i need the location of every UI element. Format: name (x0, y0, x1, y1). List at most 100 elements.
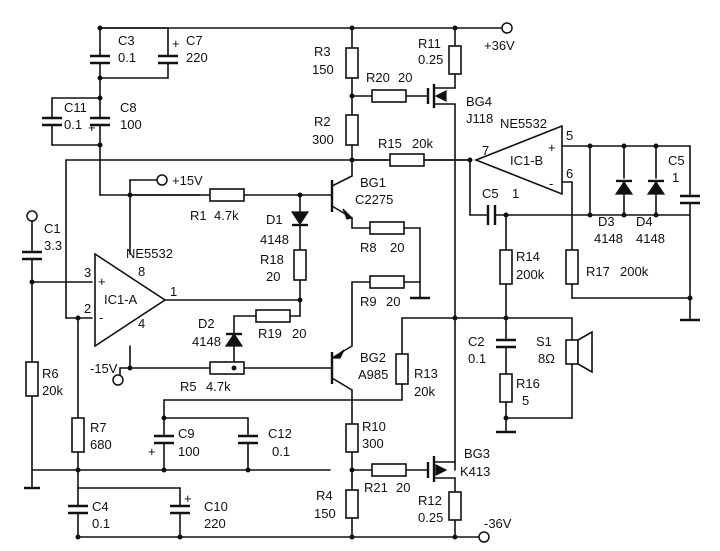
ic1a-pin1: 1 (170, 284, 177, 299)
d4-value: 4148 (636, 231, 665, 246)
bg4-ref: BG4 (466, 94, 492, 109)
decoupling-bottom (68, 399, 258, 538)
r18-ref: R18 (260, 252, 284, 267)
r10-value: 300 (362, 436, 384, 451)
ic1a-plus-sign: + (98, 274, 106, 289)
c1-value: 3.3 (44, 238, 62, 253)
ic1b-pin5: 5 (566, 128, 573, 143)
r5-ref: R5 (180, 379, 197, 394)
r2-value: 300 (312, 132, 334, 147)
r7-ref: R7 (90, 420, 107, 435)
r8-ref: R8 (360, 240, 377, 255)
r7-value: 680 (90, 437, 112, 452)
r19-value: 20 (292, 326, 306, 341)
r16-value: 5 (522, 393, 529, 408)
bg1-ref: BG1 (360, 175, 386, 190)
ic1b-minus-sign: - (549, 176, 553, 191)
r21-value: 20 (396, 480, 410, 495)
ic1a-pin3: 3 (84, 265, 91, 280)
bg2-stage (329, 275, 429, 538)
junction-dots (29, 25, 693, 540)
r9-value: 20 (386, 294, 400, 309)
bg3-part: K413 (460, 464, 490, 479)
d3-ref: D3 (598, 214, 615, 229)
r12-ref: R12 (418, 493, 442, 508)
decoupling-top (42, 27, 201, 196)
d2-ref: D2 (198, 316, 215, 331)
c8-value: 100 (120, 117, 142, 132)
r6-value: 20k (42, 383, 63, 398)
r3-value: 150 (312, 62, 334, 77)
bg3-stage (426, 456, 462, 538)
neg15-label: -15V (90, 361, 118, 376)
r14-value: 200k (516, 267, 545, 282)
r13-ref: R13 (414, 366, 438, 381)
r4-value: 150 (314, 506, 336, 521)
ic1a-label: IC1-A (104, 292, 138, 307)
r11-ref: R11 (418, 36, 441, 51)
r15-ref: R15 (378, 136, 402, 151)
r19-ref: R19 (258, 326, 282, 341)
r10-ref: R10 (362, 419, 386, 434)
bg1-part: C2275 (355, 192, 393, 207)
bg2-ref: BG2 (360, 350, 386, 365)
bg4-stage (426, 27, 462, 471)
c12-value: 0.1 (272, 444, 290, 459)
d3-value: 4148 (594, 231, 623, 246)
c10-value: 220 (204, 516, 226, 531)
c5a-ref: C5 (482, 186, 499, 201)
pos36-label: +36V (484, 38, 515, 53)
ic1a-part: NE5532 (126, 246, 173, 261)
d1-ref: D1 (266, 212, 283, 227)
c9-value: 100 (178, 444, 200, 459)
r20-value: 20 (398, 70, 412, 85)
ic1b-part: NE5532 (500, 116, 547, 131)
r21-ref: R21 (364, 480, 388, 495)
bg2-part: A985 (358, 367, 388, 382)
c11-ref: C11 (64, 100, 87, 115)
r8-value: 20 (390, 240, 404, 255)
d1-value: 4148 (260, 232, 289, 247)
r1-value: 4.7k (214, 208, 239, 223)
c5b-ref: C5 (668, 153, 685, 168)
r3-ref: R3 (314, 44, 331, 59)
r9-ref: R9 (360, 294, 377, 309)
r2-ref: R2 (314, 114, 331, 129)
c3-ref: C3 (118, 33, 135, 48)
r13-value: 20k (414, 384, 435, 399)
r6-ref: R6 (42, 366, 59, 381)
ic1b-pin7: 7 (482, 143, 489, 158)
c3-value: 0.1 (118, 50, 136, 65)
c4-value: 0.1 (92, 516, 110, 531)
r15-feedback (351, 153, 471, 167)
ic1a-pin8: 8 (138, 264, 145, 279)
bg1-stage (329, 27, 430, 300)
c7-ref: C7 (186, 33, 203, 48)
r4-ref: R4 (316, 488, 333, 503)
c9-plus: + (148, 444, 156, 459)
c2-ref: C2 (468, 334, 485, 349)
r17-value: 200k (620, 264, 649, 279)
bg3-ref: BG3 (464, 446, 490, 461)
r12-value: 0.25 (418, 510, 443, 525)
r17-ref: R17 (586, 264, 610, 279)
d2-value: 4148 (192, 334, 221, 349)
s1-value: 8Ω (538, 351, 555, 366)
c10-plus: + (184, 491, 192, 506)
c2-value: 0.1 (468, 351, 486, 366)
ic1a-pin4: 4 (138, 316, 145, 331)
r15-value: 20k (412, 136, 433, 151)
r14-ref: R14 (516, 249, 540, 264)
c7-plus: + (172, 36, 180, 51)
driver-network (129, 188, 331, 375)
c7-value: 220 (186, 50, 208, 65)
ic1a-minus-sign: - (99, 310, 103, 325)
ic1b-plus-sign: + (548, 140, 556, 155)
c9-ref: C9 (178, 426, 195, 441)
c5b-value: 1 (672, 170, 679, 185)
r18-value: 20 (266, 269, 280, 284)
bg4-part: J118 (466, 111, 493, 126)
c8-plus: + (88, 120, 96, 135)
r5-value: 4.7k (206, 379, 231, 394)
